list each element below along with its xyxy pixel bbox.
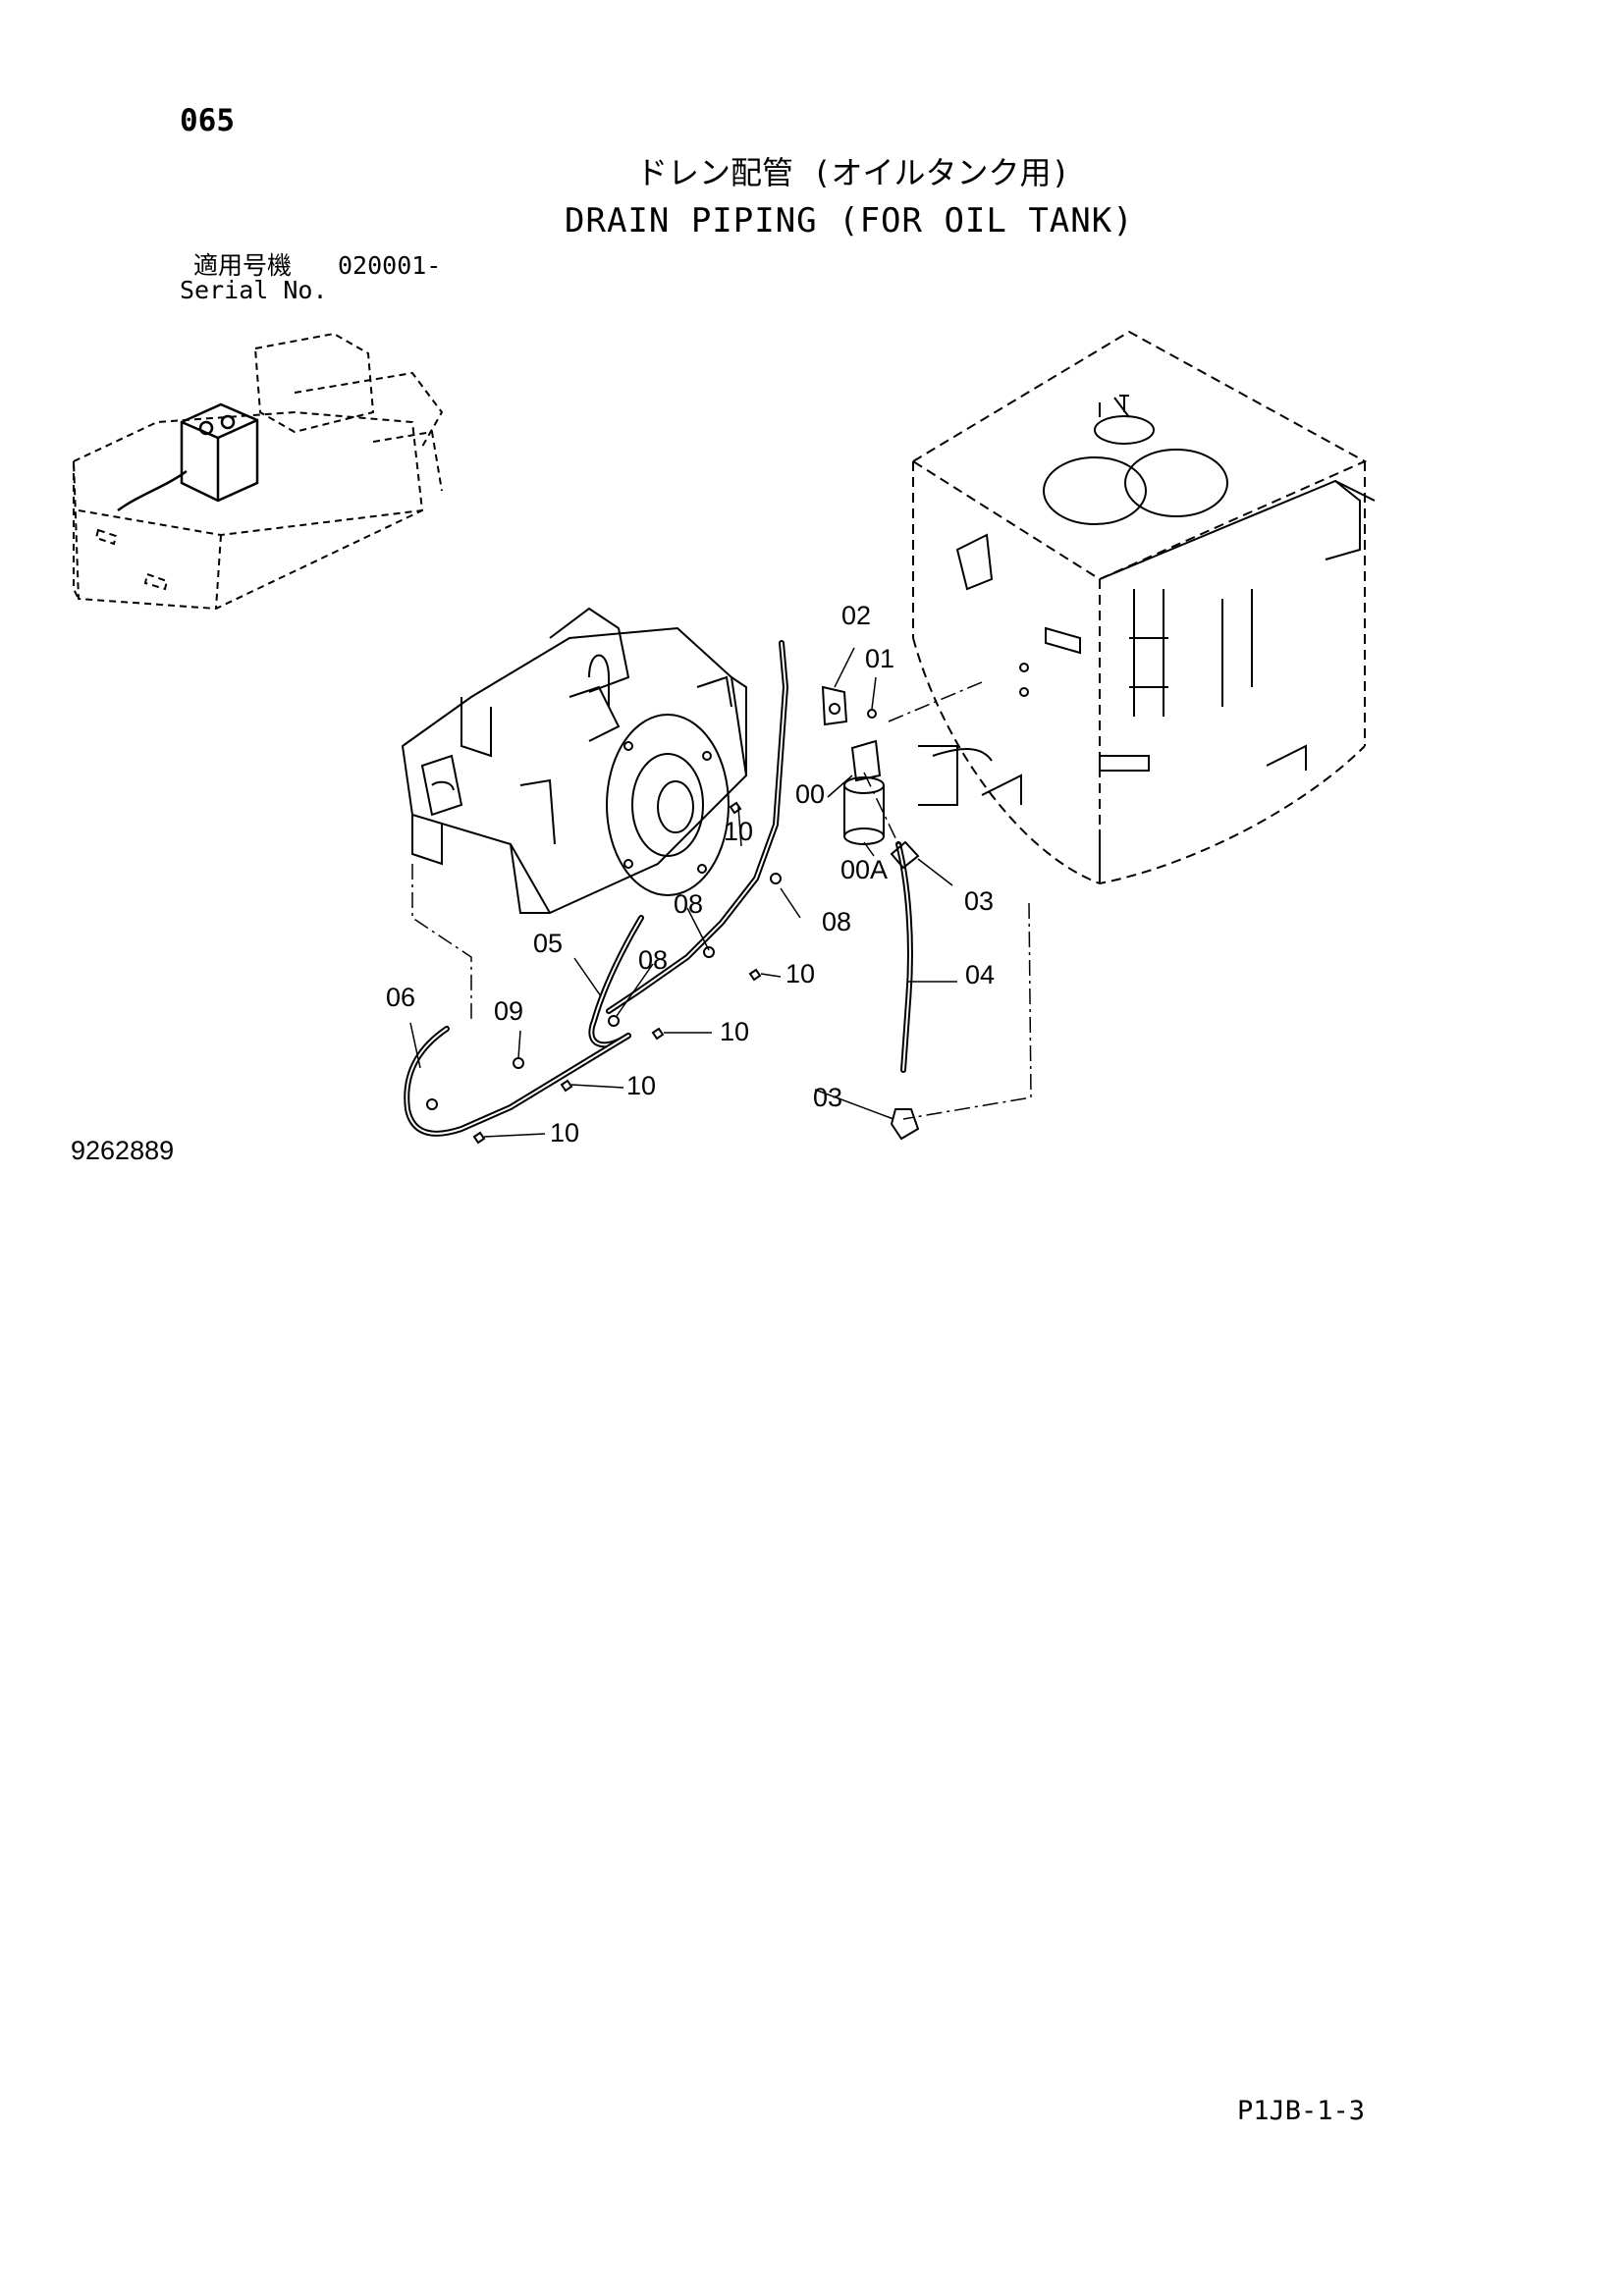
page-code: P1JB-1-3 [1237, 2096, 1366, 2126]
callout-02: 02 [841, 601, 871, 630]
callout-10-right: 10 [785, 959, 815, 988]
callout-08-lower: 08 [638, 945, 668, 975]
callout-00a: 00A [840, 855, 888, 884]
callout-06: 06 [386, 983, 415, 1012]
callout-00: 00 [795, 779, 825, 809]
machine-overview-thumbnail [72, 332, 444, 611]
callout-04: 04 [965, 960, 995, 989]
callout-10-bottom: 10 [550, 1118, 579, 1148]
leader-lines [409, 647, 957, 1138]
bolt-01 [867, 709, 877, 719]
fitting-00 [850, 739, 882, 782]
callout-03-upper: 03 [964, 886, 994, 916]
callout-09: 09 [494, 996, 523, 1026]
title-english: DRAIN PIPING (FOR OIL TANK) [565, 201, 1134, 240]
elbow-03-lower [890, 1108, 920, 1141]
callout-10-lower: 10 [626, 1071, 656, 1100]
callout-05: 05 [533, 929, 563, 958]
hydraulic-oil-tank [911, 330, 1376, 885]
title-japanese: ドレン配管 (オイルタンク用) [636, 154, 1070, 191]
highlighted-tank-thumbnail [117, 402, 259, 512]
fitting-02 [821, 685, 848, 726]
serial-number-range: 020001- [338, 251, 442, 280]
callout-10-middle: 10 [720, 1017, 749, 1046]
connector-lines [411, 681, 1032, 1120]
figure-number: 9262889 [71, 1136, 175, 1165]
callout-10-top: 10 [724, 817, 753, 846]
serial-label-english: Serial No. [180, 276, 328, 304]
serial-label-japanese: 適用号機 [193, 251, 293, 280]
callout-08-upper: 08 [674, 889, 703, 919]
hydraulic-pump-assembly [401, 607, 748, 915]
elbow-03-upper [890, 840, 920, 870]
filter-00a [843, 776, 885, 845]
callout-03-lower: 03 [813, 1083, 842, 1112]
callout-08-right: 08 [822, 907, 851, 936]
callout-01: 01 [865, 644, 894, 673]
clamps-08-09 [426, 873, 782, 1110]
page-number: 065 [180, 103, 235, 138]
bolts-10 [472, 801, 762, 1145]
